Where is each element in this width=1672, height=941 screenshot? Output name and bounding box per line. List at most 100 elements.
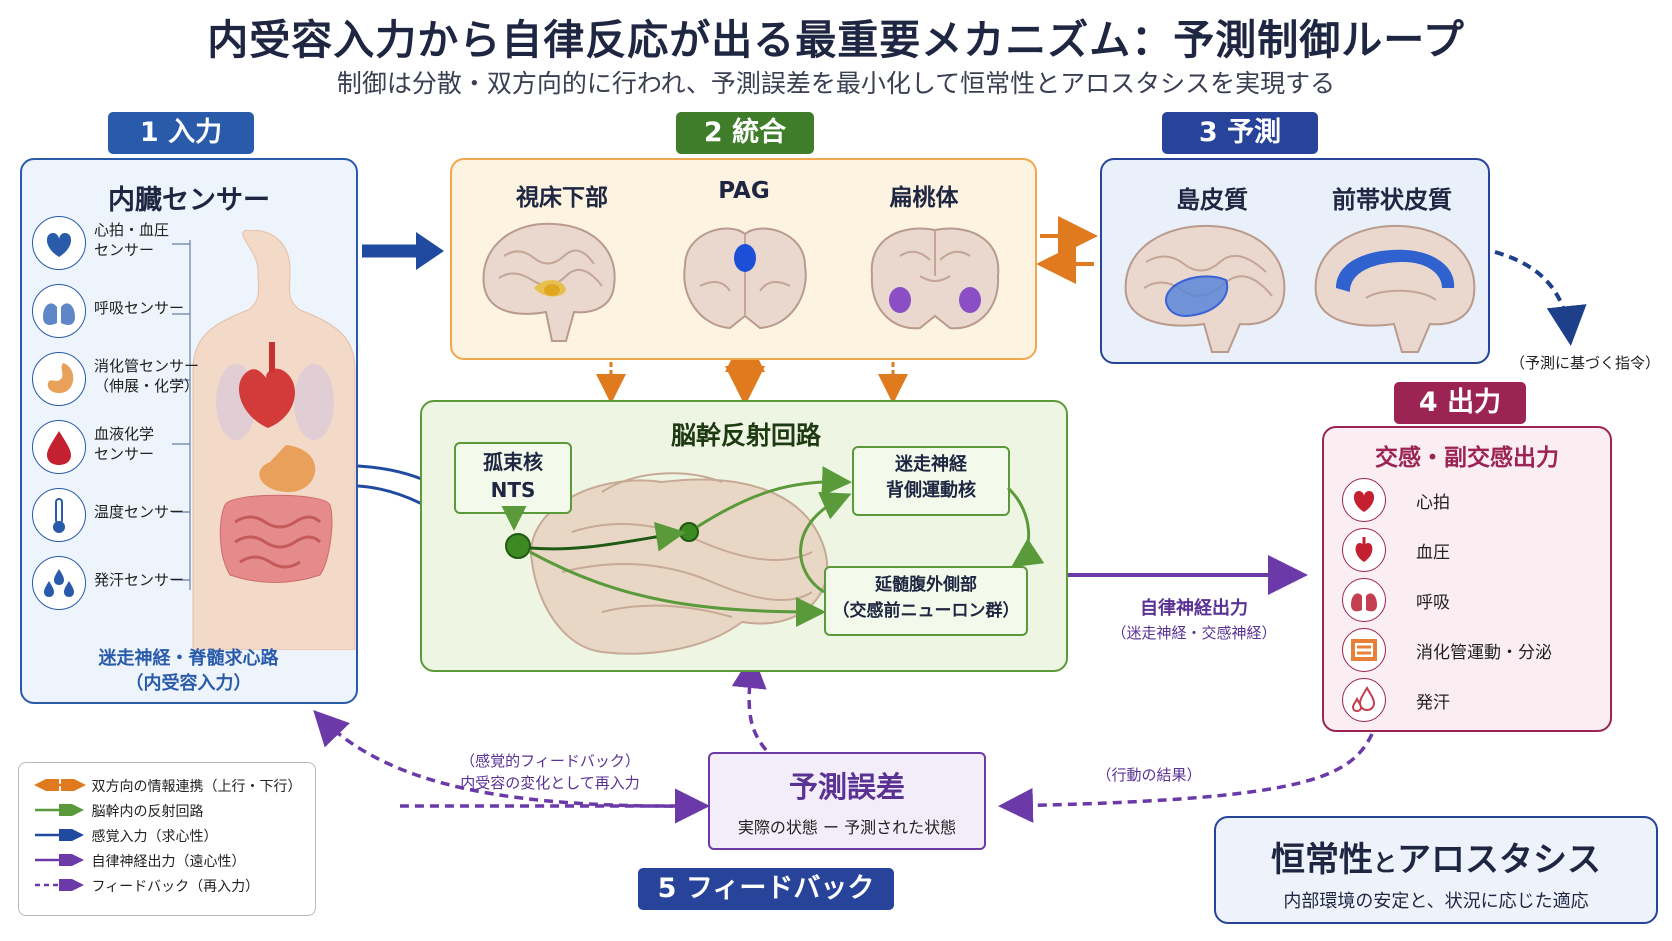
- output-label: 血圧: [1416, 543, 1450, 563]
- sensor-label: 呼吸センサー: [94, 299, 185, 317]
- prediction-error-title: 予測誤差: [788, 770, 905, 804]
- homeostasis-title-part1: 恒常性: [1271, 840, 1373, 880]
- autonomic-output-sub: （迷走神経・交感神経）: [1111, 624, 1277, 642]
- homeostasis-box: 恒常性とアロスタシス 内部環境の安定と、状況に応じた適応: [1214, 816, 1658, 924]
- homeostasis-title: 恒常性とアロスタシス: [1216, 832, 1656, 881]
- action-result-label: （行動の結果）: [1096, 766, 1202, 784]
- sensor-item-blood: 血液化学 センサー: [32, 418, 212, 486]
- prediction-command-arrow: [1494, 250, 1587, 346]
- dmv-box: 迷走神経 背側運動核: [852, 446, 1010, 516]
- purple-arrow-icon: [35, 847, 84, 873]
- output-panel: 交感・副交感出力 心拍 血圧 呼吸 消化管運動・分泌: [1322, 426, 1612, 732]
- action-result-feedback-arrow: [998, 733, 1374, 823]
- legend-label: 脳幹内の反射回路: [91, 804, 204, 820]
- legend-item-feedback: フィードバック（再入力）: [33, 872, 315, 900]
- sensor-list: 心拍・血圧 センサー 呼吸センサー 消化管センサー （伸展・化学） 血液化学 セ…: [32, 214, 212, 622]
- sensory-feedback-label: （感覚的フィードバック） 内受容の変化として再入力: [460, 752, 640, 792]
- lungs-icon: [1342, 578, 1386, 622]
- region-hypothalamus-label: 視床下部: [516, 185, 608, 211]
- green-arrow-icon: [35, 797, 84, 823]
- nts-box: 孤束核 NTS: [454, 442, 572, 514]
- legend-label: 双方向の情報連携（上行・下行）: [91, 779, 302, 795]
- sensory-feedback-arrow: [313, 709, 704, 808]
- output-label: 発汗: [1416, 693, 1450, 713]
- prediction-error-formula: 実際の状態 ー 予測された状態: [737, 818, 957, 837]
- page-title: 内受容入力から自律反応が出る最重要メカニズム：予測制御ループ: [207, 16, 1465, 64]
- output-item-respiration: 呼吸: [1342, 576, 1602, 626]
- feedback-badge: 5 フィードバック: [638, 868, 894, 910]
- output-item-heart-rate: 心拍: [1342, 476, 1602, 526]
- legend-label: 自律神経出力（遠心性）: [91, 854, 246, 870]
- intestine-icon: [1342, 628, 1386, 672]
- purple-dashed-arrow-icon: [35, 872, 84, 898]
- output-item-gi: 消化管運動・分泌: [1342, 626, 1602, 676]
- legend-item-afferent: 感覚入力（求心性）: [33, 822, 315, 850]
- thermometer-icon: [32, 488, 86, 542]
- prediction-panel: 島皮質 前帯状皮質: [1100, 158, 1490, 364]
- heart-icon: [32, 216, 86, 270]
- output-label: 呼吸: [1416, 593, 1450, 613]
- region-pag-label: PAG: [718, 178, 770, 204]
- input-footer: 迷走神経・脊髄求心路 （内受容入力）: [98, 648, 279, 694]
- prediction-error-box: 予測誤差 実際の状態 ー 予測された状態: [708, 752, 986, 850]
- insula-brain-icon: [1124, 224, 1286, 353]
- sweat-drops-icon: [32, 556, 86, 610]
- sweat-drops-icon: [1342, 678, 1386, 722]
- input-panel: 内臓センサー 心拍・血圧 センサー 呼吸センサー: [20, 158, 358, 704]
- output-item-sweat: 発汗: [1342, 676, 1602, 726]
- stomach-icon: [32, 352, 86, 406]
- page-subtitle: 制御は分散・双方向的に行われ、予測誤差を最小化して恒常性とアロスタシスを実現する: [336, 69, 1336, 98]
- body-illustration: [192, 230, 356, 650]
- sensor-label: 血液化学 センサー: [94, 425, 155, 463]
- blood-pressure-icon: [1342, 528, 1386, 572]
- pag-brain-icon: [683, 227, 807, 330]
- legend: 双方向の情報連携（上行・下行） 脳幹内の反射回路 感覚入力（求心性） 自律神経出…: [18, 762, 316, 916]
- input-badge: 1 入力: [108, 112, 254, 154]
- output-label: 心拍: [1416, 493, 1450, 513]
- sensor-item-sweat: 発汗センサー: [32, 554, 212, 622]
- homeostasis-title-and: と: [1373, 849, 1397, 877]
- legend-item-efferent: 自律神経出力（遠心性）: [33, 847, 315, 875]
- input-header: 内臓センサー: [108, 185, 270, 216]
- output-badge: 4 出力: [1394, 382, 1526, 424]
- legend-label: フィードバック（再入力）: [91, 879, 260, 895]
- region-acc-label: 前帯状皮質: [1332, 186, 1452, 214]
- acc-brain-icon: [1314, 224, 1476, 353]
- output-list: 心拍 血圧 呼吸 消化管運動・分泌 発汗: [1342, 476, 1602, 726]
- integration-badge: 2 統合: [676, 112, 814, 154]
- rvlm-box: 延髄腹外側部 （交感前ニューロン群）: [824, 566, 1028, 636]
- heart-icon: [1342, 478, 1386, 522]
- lungs-icon: [32, 284, 86, 338]
- relay-node: [679, 522, 699, 542]
- legend-label: 感覚入力（求心性）: [91, 829, 218, 845]
- sensor-label: 消化管センサー （伸展・化学）: [94, 357, 200, 395]
- brainstem-circuit: [501, 466, 1045, 627]
- output-header: 交感・副交感出力: [1375, 445, 1559, 471]
- sensor-label: 温度センサー: [94, 503, 185, 521]
- nts-node: [505, 533, 531, 559]
- output-label: 消化管運動・分泌: [1416, 643, 1552, 663]
- region-amygdala-label: 扁桃体: [889, 185, 959, 211]
- region-insula-label: 島皮質: [1176, 186, 1248, 214]
- brainstem-panel: 脳幹反射回路 孤束核 NTS 迷走神経 背側運動核 延髄腹外側部 （交感前ニュー…: [420, 400, 1068, 672]
- sensor-label: 心拍・血圧 センサー: [94, 221, 170, 259]
- orange-double-arrow-icon: [34, 772, 86, 798]
- integration-panel: 視床下部 PAG 扁桃体: [450, 158, 1037, 360]
- sensor-item-lungs: 呼吸センサー: [32, 282, 212, 350]
- sensor-item-heart-bp: 心拍・血圧 センサー: [32, 214, 212, 282]
- legend-item-bidirectional: 双方向の情報連携（上行・下行）: [33, 772, 315, 800]
- prediction-note: （予測に基づく指令）: [1510, 354, 1661, 372]
- homeostasis-title-part2: アロスタシス: [1397, 840, 1601, 880]
- sensor-label: 発汗センサー: [94, 571, 185, 589]
- output-item-blood-pressure: 血圧: [1342, 526, 1602, 576]
- amygdala-brain-icon: [870, 227, 1000, 330]
- blood-drop-icon: [32, 420, 86, 474]
- brainstem-header: 脳幹反射回路: [670, 421, 821, 450]
- hypothalamus-brain-icon: [482, 222, 616, 342]
- autonomic-output-label: 自律神経出力: [1140, 598, 1248, 619]
- sensor-item-temperature: 温度センサー: [32, 486, 212, 554]
- legend-item-reflex: 脳幹内の反射回路: [33, 797, 315, 825]
- homeostasis-sub: 内部環境の安定と、状況に応じた適応: [1283, 891, 1589, 912]
- sensor-item-gut: 消化管センサー （伸展・化学）: [32, 350, 212, 418]
- prediction-badge: 3 予測: [1162, 112, 1318, 154]
